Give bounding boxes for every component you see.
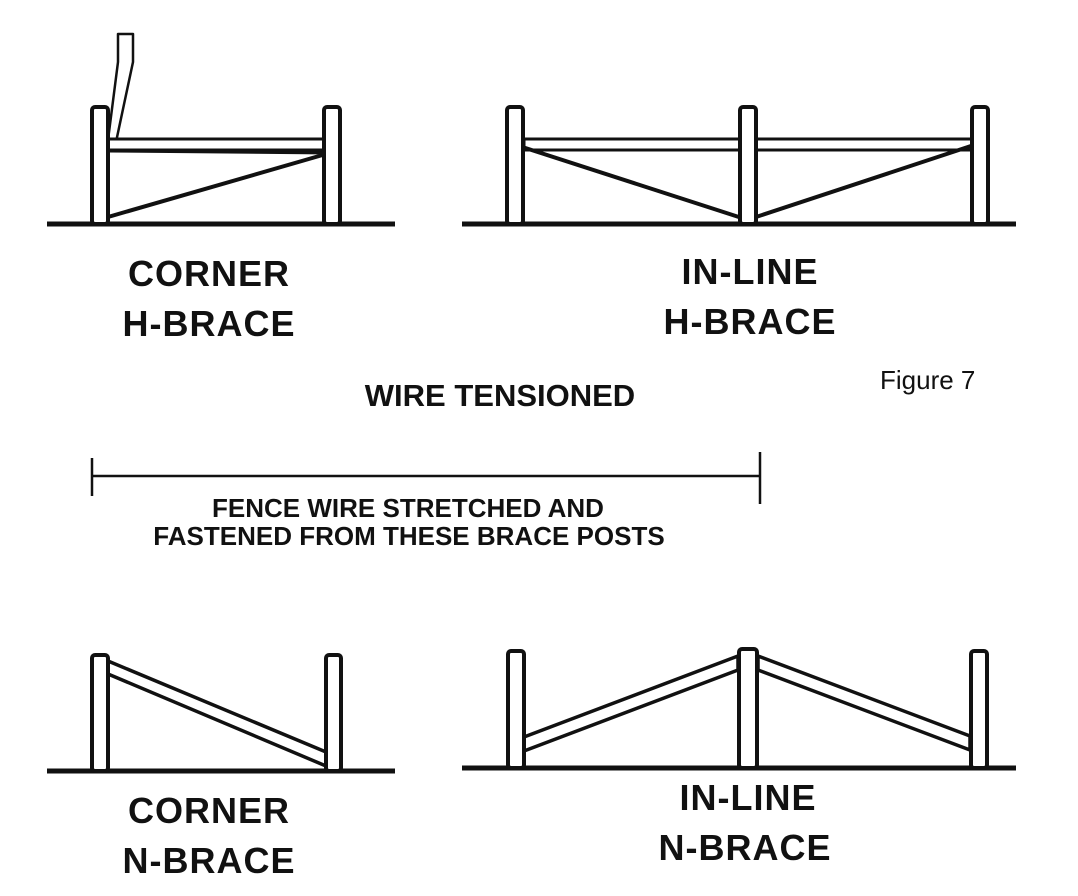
- corner-n-brace-drawing: [47, 653, 395, 774]
- diagonal-brace: [106, 659, 328, 768]
- wire-tensioned-label: WIRE TENSIONED: [364, 378, 636, 413]
- corner-h-brace-drawing: [47, 32, 395, 227]
- diagonal-brace: [522, 654, 740, 753]
- tension-wire: [749, 140, 984, 221]
- horizontal-rail: [106, 137, 328, 152]
- end-post: [969, 649, 989, 770]
- end-post: [506, 649, 526, 770]
- tension-wire: [512, 142, 746, 221]
- center-post: [737, 647, 759, 770]
- end-post: [505, 105, 525, 226]
- inline-h-brace-drawing: [462, 105, 1016, 227]
- inline-n-brace-label-line2: N-BRACE: [658, 827, 832, 868]
- diagonal-brace: [756, 654, 972, 752]
- inline-h-brace-label-line2: H-BRACE: [663, 301, 837, 342]
- corner-post: [90, 653, 110, 773]
- center-post: [738, 105, 758, 226]
- wire-span-indicator: [90, 452, 762, 504]
- corner-h-brace-label-line2: H-BRACE: [122, 303, 296, 344]
- corner-n-brace-label-line2: N-BRACE: [122, 840, 296, 881]
- fence-wire-label-line2: FASTENED FROM THESE BRACE POSTS: [153, 521, 665, 551]
- figure-number: Figure 7: [880, 365, 976, 395]
- tension-wire: [107, 149, 334, 155]
- brace-post: [322, 105, 342, 226]
- corner-n-brace-label-line1: CORNER: [127, 790, 290, 831]
- fence-wire-label-line1: FENCE WIRE STRETCHED AND: [212, 493, 604, 523]
- inline-h-brace-label-line1: IN-LINE: [681, 251, 819, 292]
- horizontal-rail: [522, 137, 742, 152]
- corner-post: [90, 105, 110, 226]
- end-post: [970, 105, 990, 226]
- brace-post: [324, 653, 343, 773]
- leaning-board: [106, 32, 135, 144]
- tension-wire: [107, 150, 334, 219]
- horizontal-rail: [754, 137, 974, 152]
- inline-n-brace-drawing: [462, 647, 1016, 771]
- inline-n-brace-label-line1: IN-LINE: [679, 777, 817, 818]
- corner-h-brace-label-line1: CORNER: [127, 253, 290, 294]
